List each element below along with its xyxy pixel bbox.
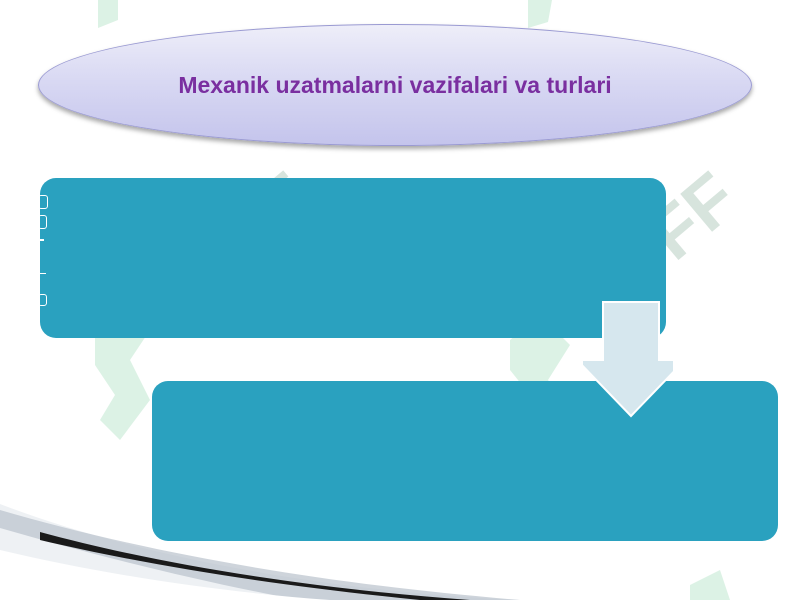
watermark-logo-icon <box>690 570 730 600</box>
clipped-edge-text <box>36 193 50 306</box>
arrow-down-icon <box>583 301 673 418</box>
watermark-logo-icon <box>528 0 552 28</box>
decorative-swoosh <box>0 504 520 600</box>
title-ellipse: Mexanik uzatmalarni vazifalari va turlar… <box>38 24 752 146</box>
watermark-logo-icon <box>98 0 118 28</box>
content-box-bottom[interactable] <box>152 381 778 541</box>
content-box-top[interactable] <box>40 178 666 338</box>
slide-title: Mexanik uzatmalarni vazifalari va turlar… <box>178 72 612 98</box>
